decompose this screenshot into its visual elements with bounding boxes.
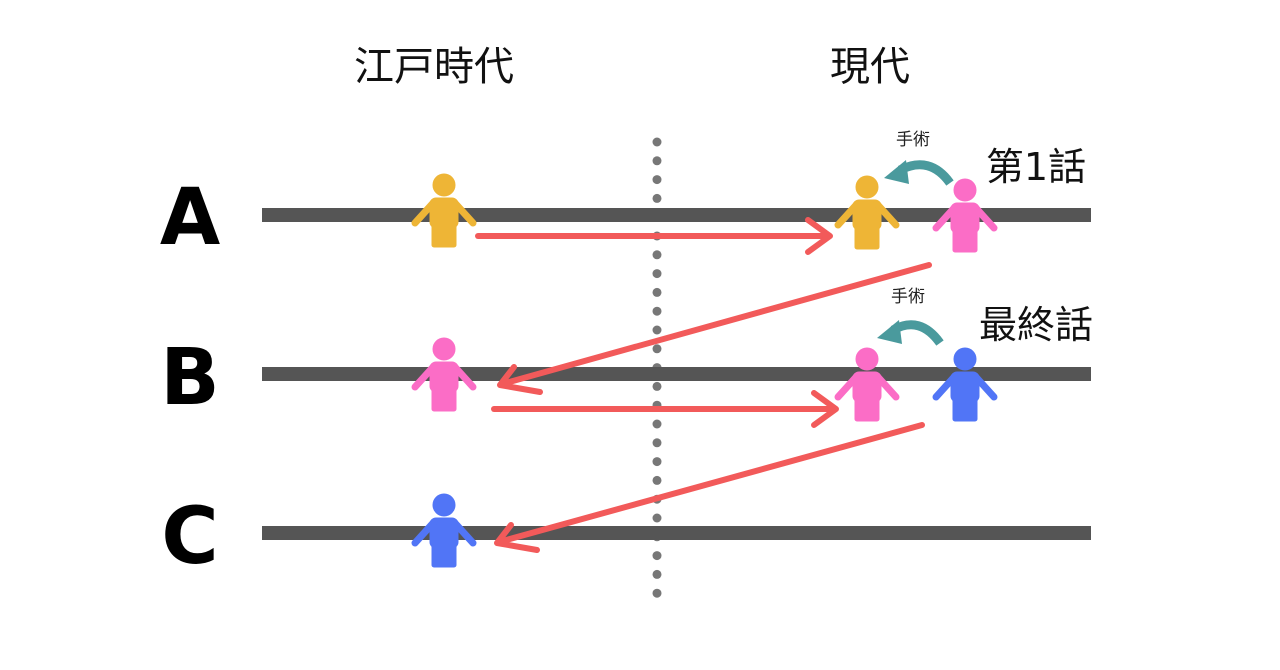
divider-dot [652,551,662,561]
person-yellow-modern-a-icon [838,176,896,249]
divider-dot [652,513,662,523]
surgery-label-top: 手術 [896,130,930,150]
divider-dot [652,325,662,335]
person-pink-modern-a-icon [936,179,994,252]
red-arrow-a-edo-to-modern [475,217,833,255]
divider-dot [652,269,662,279]
line-label-a: A [160,173,220,263]
divider-dot [652,193,662,203]
divider-dot [652,250,662,260]
divider-dot [652,419,662,429]
divider-dot [652,475,662,485]
divider-dot [652,175,662,185]
divider-dot [652,438,662,448]
red-arrow-modern-a-to-edo-b [497,262,932,395]
line-label-c: C [161,492,218,582]
divider-dot [652,287,662,297]
divider-dot [652,569,662,579]
red-arrow-b-edo-to-modern [491,390,839,428]
person-blue-edo-c-icon [415,494,473,567]
divider-dot [652,344,662,354]
person-yellow-edo-a-icon [415,174,473,247]
divider-dot [652,306,662,316]
surgery-arrow-top [884,160,954,186]
modern-era-header: 現代 [830,44,910,90]
divider-dot [652,381,662,391]
divider-dot [652,156,662,166]
episode-label-final: 最終話 [979,303,1093,347]
person-blue-modern-b-icon [936,348,994,421]
episode-label-first: 第1話 [986,145,1086,189]
divider-dot [652,457,662,467]
person-pink-edo-b-icon [415,338,473,411]
timeline-c [262,526,1091,540]
person-pink-modern-b-icon [838,348,896,421]
surgery-arrow-middle [877,320,944,346]
timeline-b [262,367,1091,381]
line-label-b: B [160,333,219,423]
red-arrow-modern-b-to-edo-c [494,422,925,553]
divider-dot [652,588,662,598]
divider-dot [652,137,662,147]
edo-era-header: 江戸時代 [354,44,514,90]
surgery-label-middle: 手術 [891,287,925,307]
